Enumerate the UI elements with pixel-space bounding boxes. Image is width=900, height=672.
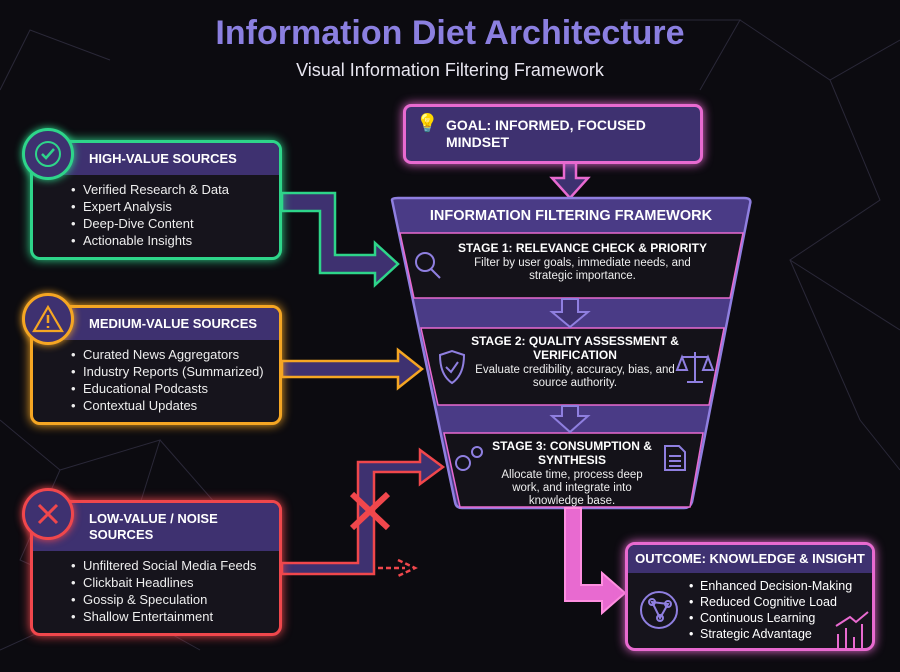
stage-2: STAGE 2: QUALITY ASSESSMENT & VERIFICATI… <box>470 334 680 390</box>
stage-1: STAGE 1: RELEVANCE CHECK & PRIORITY Filt… <box>440 241 725 283</box>
stage-arrow-1 <box>549 298 591 329</box>
medium-value-arrow <box>280 347 425 391</box>
stage-2-panel <box>420 327 725 406</box>
list-item: Industry Reports (Summarized) <box>71 363 275 380</box>
list-item: Gossip & Speculation <box>71 591 275 608</box>
medium-value-sources-box: MEDIUM-VALUE SOURCES Curated News Aggreg… <box>30 305 282 425</box>
stage-2-desc: Evaluate credibility, accuracy, bias, an… <box>475 364 675 389</box>
outcome-arrow <box>564 507 627 616</box>
list-item: Enhanced Decision-Making <box>689 578 872 594</box>
stage-3-desc: Allocate time, process deep work, and in… <box>501 469 643 507</box>
blocked-x-icon <box>349 491 391 531</box>
outcome-title: OUTCOME: KNOWLEDGE & INSIGHT <box>628 545 872 573</box>
page-title: Information Diet Architecture <box>215 14 685 52</box>
warning-icon <box>22 293 74 345</box>
outcome-box: OUTCOME: KNOWLEDGE & INSIGHT Enhanced De… <box>625 542 875 651</box>
stage-2-title: STAGE 2: QUALITY ASSESSMENT & VERIFICATI… <box>471 334 679 362</box>
stage-3-title: STAGE 3: CONSUMPTION & SYNTHESIS <box>492 439 652 467</box>
list-item: Deep-Dive Content <box>71 215 275 232</box>
medium-value-title: MEDIUM-VALUE SOURCES <box>33 308 279 340</box>
scales-icon <box>675 352 715 383</box>
x-icon <box>22 488 74 540</box>
page-subtitle: Visual Information Filtering Framework <box>296 60 604 80</box>
low-value-title: LOW-VALUE / NOISE SOURCES <box>33 503 279 551</box>
list-item: Verified Research & Data <box>71 181 275 198</box>
list-item: Continuous Learning <box>689 610 872 626</box>
document-icon <box>664 445 686 471</box>
shield-check-icon <box>438 349 466 385</box>
stage-arrow-2 <box>549 405 591 434</box>
stage-1-title: STAGE 1: RELEVANCE CHECK & PRIORITY <box>458 241 707 255</box>
goal-label: GOAL: INFORMED, FOCUSED MINDSET <box>446 117 646 150</box>
list-item: Curated News Aggregators <box>71 346 275 363</box>
list-item: Actionable Insights <box>71 232 275 249</box>
list-item: Unfiltered Social Media Feeds <box>71 557 275 574</box>
magnifier-icon <box>415 252 441 279</box>
list-item: Shallow Entertainment <box>71 608 275 625</box>
funnel-title: INFORMATION FILTERING FRAMEWORK <box>429 208 713 224</box>
stage-3-panel <box>443 432 704 508</box>
stage-1-desc: Filter by user goals, immediate needs, a… <box>474 257 691 282</box>
list-item: Contextual Updates <box>71 397 275 414</box>
check-circle-icon <box>22 128 74 180</box>
stage-1-panel <box>399 232 744 299</box>
gears-icon <box>455 446 483 471</box>
stage-3: STAGE 3: CONSUMPTION & SYNTHESIS Allocat… <box>487 439 657 508</box>
list-item: Educational Podcasts <box>71 380 275 397</box>
list-item: Strategic Advantage <box>689 626 872 642</box>
list-item: Reduced Cognitive Load <box>689 594 872 610</box>
low-value-arrow <box>280 447 446 576</box>
lightbulb-brain-icon: 💡 <box>416 113 439 133</box>
high-value-title: HIGH-VALUE SOURCES <box>33 143 279 175</box>
goal-box: 💡 GOAL: INFORMED, FOCUSED MINDSET <box>403 104 703 164</box>
low-value-dashed-arrow <box>378 558 418 578</box>
list-item: Clickbait Headlines <box>71 574 275 591</box>
list-item: Expert Analysis <box>71 198 275 215</box>
high-value-arrow <box>280 191 400 288</box>
high-value-sources-box: HIGH-VALUE SOURCES Verified Research & D… <box>30 140 282 260</box>
